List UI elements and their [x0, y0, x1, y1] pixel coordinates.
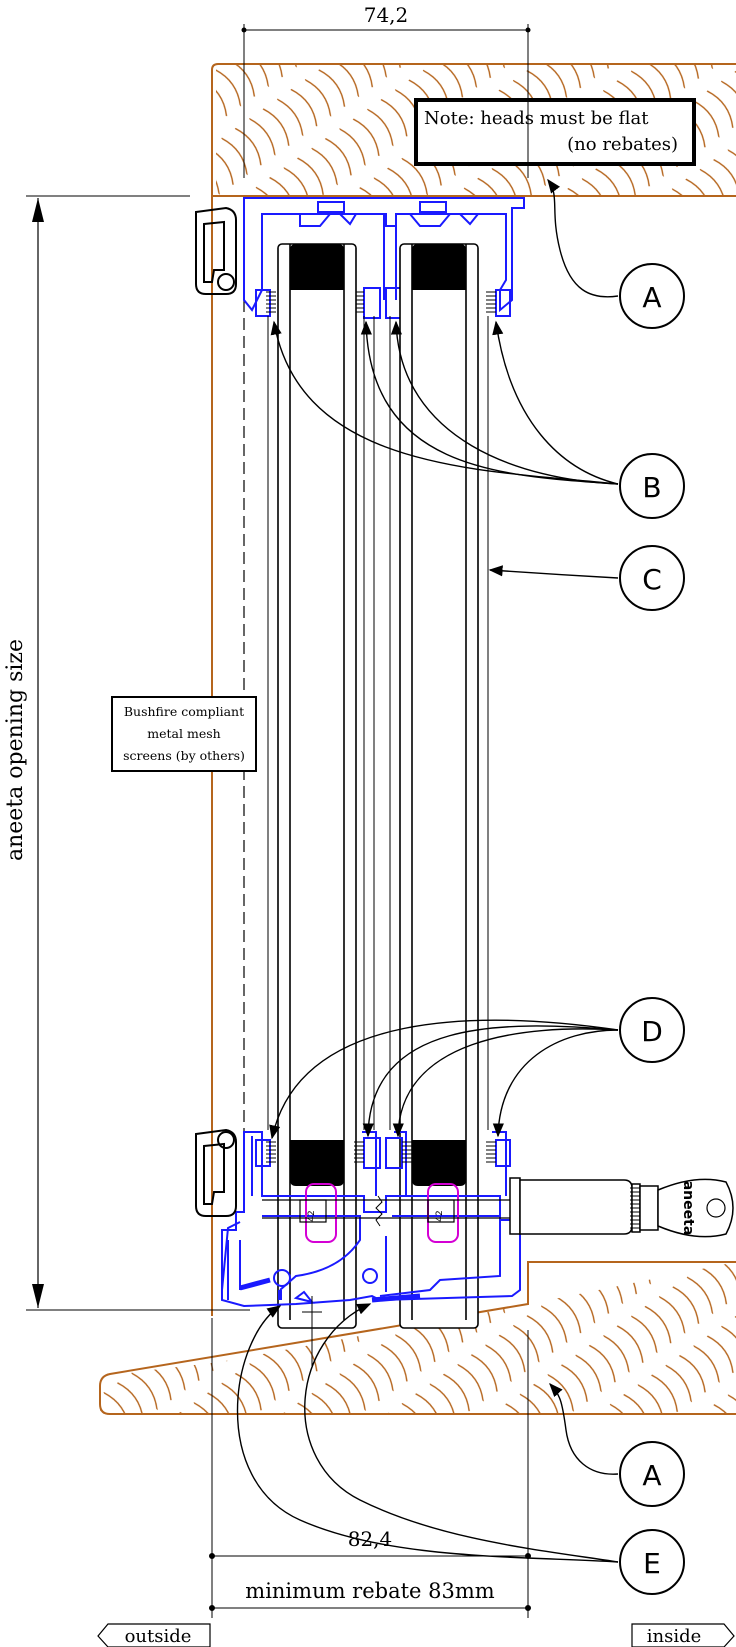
note-line-2: (no rebates)	[567, 134, 678, 155]
callout-b: B	[619, 453, 685, 519]
callout-d: D	[619, 997, 685, 1063]
svg-text:outside: outside	[125, 1626, 192, 1647]
callout-a-bottom: A	[619, 1441, 685, 1507]
svg-text:inside: inside	[647, 1626, 702, 1647]
dimension-opening-label: aneeta opening size	[3, 639, 28, 861]
dimension-rebate-label: minimum rebate 83mm	[245, 1579, 495, 1603]
frame-head	[243, 197, 525, 319]
rollers: 42 42	[299, 1183, 459, 1243]
dimension-top-value: 74,2	[364, 3, 409, 27]
glazing-blocks-bottom	[290, 1140, 466, 1186]
callout-leaders	[236, 178, 619, 1563]
sill-marker	[302, 1296, 322, 1366]
note-box: Note: heads must be flat (no rebates)	[414, 98, 696, 166]
svg-text:B: B	[642, 471, 661, 504]
bottom-dimensions	[209, 1318, 531, 1618]
mesh-label-line-3: screens (by others)	[123, 748, 245, 763]
glazing-blocks-top	[290, 244, 466, 290]
top-dimension: 74,2	[241, 3, 531, 178]
lock-brand: aneeta	[680, 1181, 696, 1236]
outside-tag: outside	[97, 1623, 211, 1647]
sill-weeps	[239, 1277, 421, 1303]
mesh-label-line-1: Bushfire compliant	[124, 704, 244, 719]
note-line-1: Note: heads must be flat	[424, 108, 649, 129]
mesh-lines	[267, 316, 489, 1130]
lock-assembly: aneeta	[509, 1177, 734, 1238]
spacer-mark-left: 42	[307, 1210, 317, 1221]
frame-sill	[221, 1131, 521, 1308]
head-clip	[195, 206, 237, 295]
opening-dimension: aneeta opening size	[3, 195, 250, 1311]
svg-text:C: C	[642, 563, 662, 596]
sill-loops	[273, 1268, 378, 1287]
inside-tag: inside	[631, 1623, 735, 1647]
callout-e: E	[619, 1529, 685, 1595]
lock-shaft	[262, 1195, 510, 1227]
svg-text:A: A	[642, 1459, 661, 1492]
spacer-mark-right: 42	[435, 1210, 445, 1221]
svg-text:E: E	[643, 1547, 661, 1580]
callout-a-top: A	[619, 263, 685, 329]
mesh-label-box: Bushfire compliant metal mesh screens (b…	[111, 696, 257, 772]
svg-text:A: A	[642, 281, 661, 314]
sill-seals	[266, 1141, 496, 1163]
mesh-label-line-2: metal mesh	[147, 726, 220, 741]
dimension-bottom-value: 82,4	[348, 1527, 393, 1551]
timber-sill	[99, 1222, 736, 1415]
key-icon	[657, 1178, 734, 1238]
sill-clip	[195, 1128, 237, 1217]
callout-c: C	[619, 545, 685, 611]
svg-text:D: D	[641, 1015, 663, 1048]
